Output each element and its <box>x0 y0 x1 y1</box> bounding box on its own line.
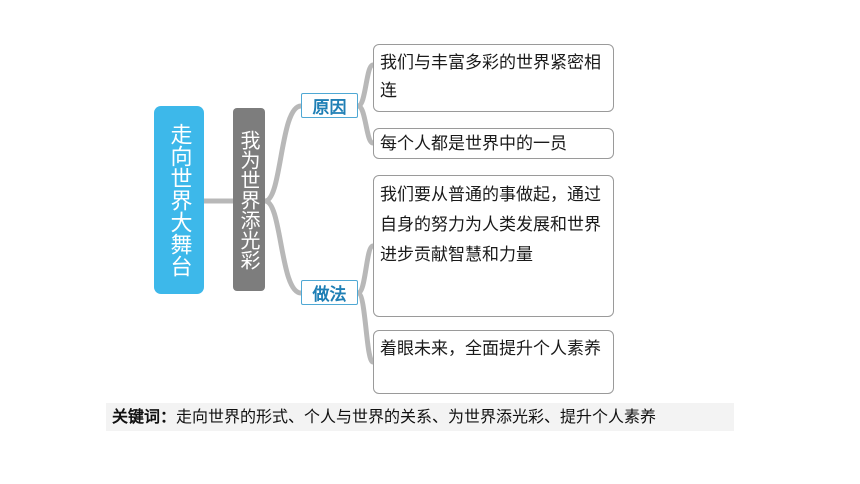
leaf-text: 我们与丰富多彩的世界紧密相连 <box>380 53 601 101</box>
branch-reason: 原因 <box>301 93 358 118</box>
keywords-text: 走向世界的形式、个人与世界的关系、为世界添光彩、提升个人素养 <box>176 407 657 426</box>
mid-branch-connector <box>262 103 304 296</box>
keywords-label: 关键词： <box>112 407 177 426</box>
branch-reason-label: 原因 <box>312 98 347 118</box>
leaf-method-1: 我们要从普通的事做起，通过自身的努力为人类发展和世界进步贡献智慧和力量 <box>373 175 614 317</box>
branch-method: 做法 <box>301 280 358 305</box>
leaf-text: 着眼未来，全面提升个人素养 <box>380 339 601 359</box>
branch-leaf-connector-2 <box>355 243 376 365</box>
keywords-bar: 关键词：走向世界的形式、个人与世界的关系、为世界添光彩、提升个人素养 <box>106 403 734 431</box>
leaf-method-2: 着眼未来，全面提升个人素养 <box>373 330 614 394</box>
leaf-text: 我们要从普通的事做起，通过自身的努力为人类发展和世界进步贡献智慧和力量 <box>380 185 601 265</box>
topic-node: 我为世界添光彩 <box>233 108 265 291</box>
leaf-reason-1: 我们与丰富多彩的世界紧密相连 <box>373 44 614 112</box>
branch-method-label: 做法 <box>312 285 347 305</box>
branch-leaf-connector-1 <box>355 62 376 146</box>
leaf-reason-2: 每个人都是世界中的一员 <box>373 128 614 159</box>
topic-node-label: 我为世界添光彩 <box>237 129 261 270</box>
leaf-text: 每个人都是世界中的一员 <box>380 134 567 154</box>
root-node-label: 走向世界大舞台 <box>166 123 192 277</box>
root-node: 走向世界大舞台 <box>154 106 204 294</box>
